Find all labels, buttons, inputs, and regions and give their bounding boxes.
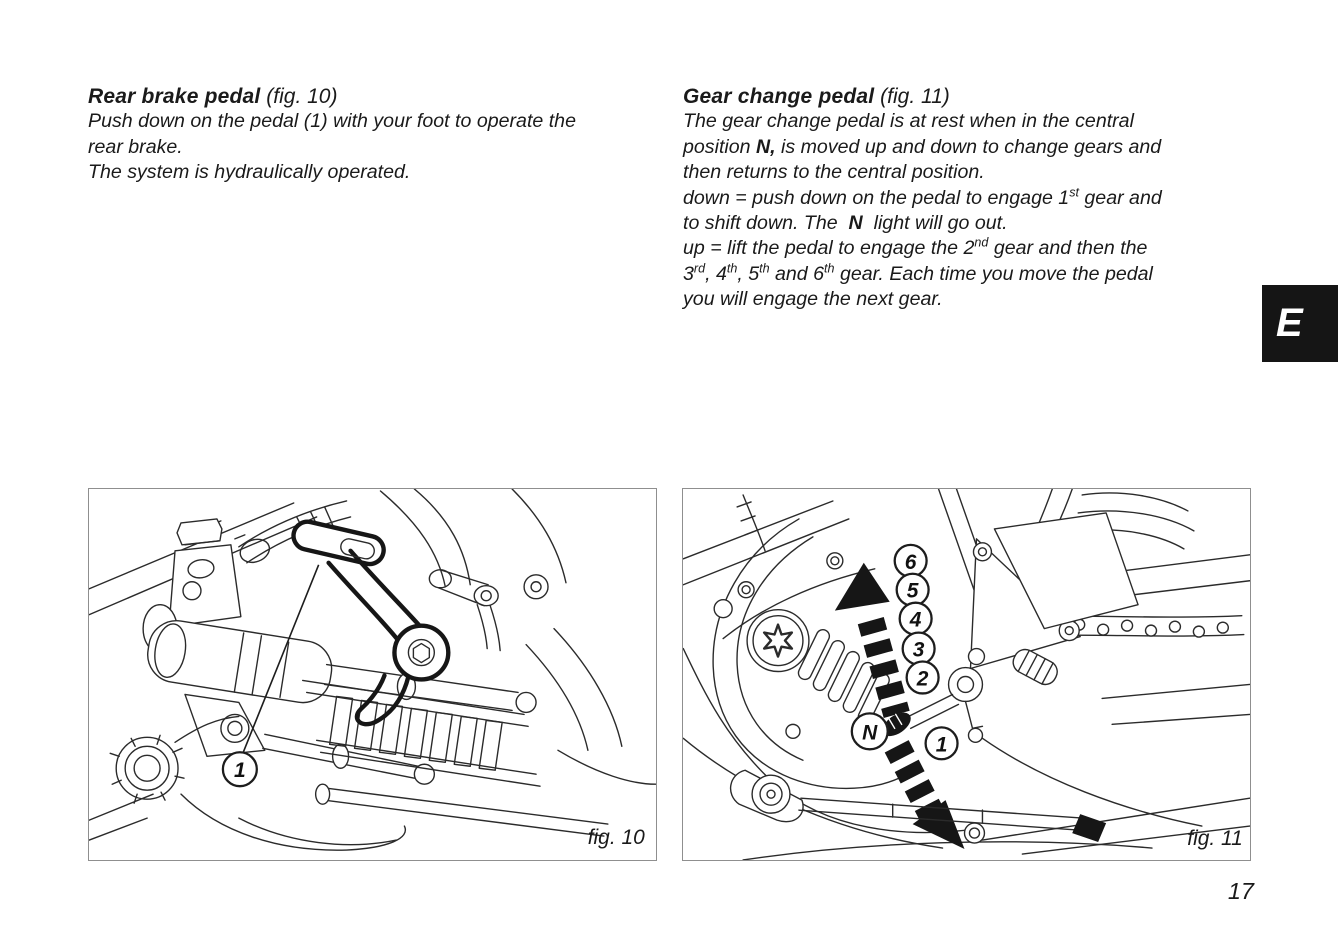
page-number: 17: [1227, 878, 1254, 904]
callout-1-label: 1: [234, 759, 246, 782]
body-text-line: Push down on the pedal (1) with your foo…: [88, 110, 576, 133]
gear-callout-3: 3: [901, 631, 936, 666]
rear-brake-pedal-paragraph: Push down on the pedal (1) with your foo…: [88, 109, 668, 185]
body-text-line: rear brake.: [88, 135, 183, 158]
figure-11-caption: fig. 11: [1187, 827, 1242, 850]
heading-title: Rear brake pedal: [88, 85, 261, 108]
gear-change-pedal-heading: Gear change pedal (fig. 11): [683, 84, 1263, 109]
gear-callout-2: 2: [905, 660, 940, 695]
gear-change-pedal-paragraph: The gear change pedal is at rest when in…: [683, 109, 1263, 312]
rear-brake-pedal-heading: Rear brake pedal (fig. 10): [88, 84, 668, 109]
shift-down-arrow: [884, 740, 965, 850]
brake-pedal-outline: [291, 519, 451, 727]
body-text-line: you will engage the next gear.: [683, 288, 943, 311]
right-column: Gear change pedal (fig. 11) The gear cha…: [683, 84, 1263, 313]
body-text-line: The gear change pedal is at rest when in…: [683, 110, 1134, 133]
gear-callout-6: 6: [893, 543, 928, 578]
gear-callout-1: 1: [924, 726, 959, 761]
svg-text:5: 5: [907, 580, 919, 603]
gear-change-pedal-illustration: 6 5 4 3 2: [683, 489, 1250, 860]
section-tab-e: E: [1262, 285, 1338, 362]
body-text-line: up = lift the pedal to engage the 2nd ge…: [683, 235, 1148, 260]
figure-11-gear-change-pedal: 6 5 4 3 2: [682, 488, 1251, 861]
heading-title: Gear change pedal: [683, 85, 875, 108]
shift-up-arrow: [834, 562, 910, 718]
body-text-line: to shift down. The N light will go out.: [683, 212, 1008, 235]
svg-text:6: 6: [905, 551, 917, 574]
left-column: Rear brake pedal (fig. 10) Push down on …: [88, 84, 668, 186]
body-text-line: then returns to the central position.: [683, 161, 985, 184]
svg-text:2: 2: [916, 667, 929, 690]
svg-text:3: 3: [913, 639, 925, 662]
svg-text:1: 1: [936, 733, 948, 756]
heading-fig-ref: (fig. 11): [874, 85, 950, 108]
callout-1: 1: [221, 751, 258, 788]
section-tab-letter: E: [1276, 301, 1303, 345]
figure-10-rear-brake-pedal: 1 fig. 10: [88, 488, 657, 861]
rear-brake-pedal-illustration: 1 fig. 10: [89, 489, 656, 851]
gear-callout-n: N: [850, 712, 889, 751]
body-text-line: down = push down on the pedal to engage …: [683, 185, 1162, 209]
body-text-line: position N, is moved up and down to chan…: [683, 135, 1162, 158]
heading-fig-ref: (fig. 10): [260, 85, 338, 108]
gear-callout-5: 5: [895, 572, 930, 607]
figure-10-caption: fig. 10: [588, 826, 645, 849]
gear-callouts: 6 5 4 3 2: [850, 543, 959, 761]
svg-text:N: N: [862, 721, 878, 744]
body-text-line: 3rd, 4th, 5th and 6th gear. Each time yo…: [683, 261, 1153, 285]
svg-text:4: 4: [909, 609, 922, 632]
callout-leader-line: [242, 564, 320, 754]
gear-callout-4: 4: [898, 601, 933, 636]
body-text-line: The system is hydraulically operated.: [88, 161, 411, 184]
